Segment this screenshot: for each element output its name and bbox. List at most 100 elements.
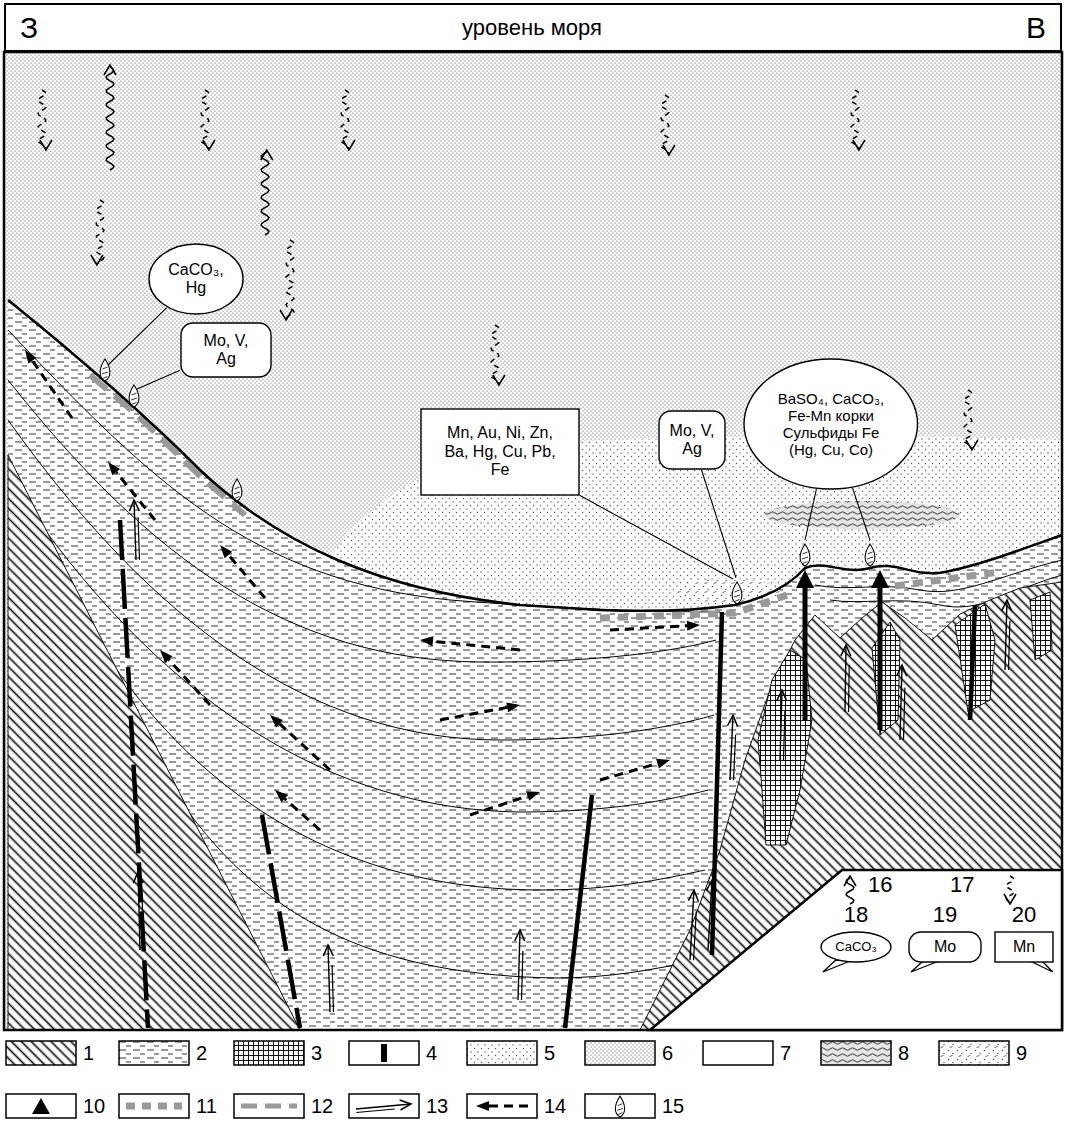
callout-box-outline bbox=[909, 932, 981, 962]
vent-sample bbox=[32, 1098, 50, 1114]
legend-number: 11 bbox=[196, 1093, 217, 1119]
legend-swatch bbox=[938, 1040, 1010, 1066]
legend-callout: 20Mn bbox=[994, 904, 1054, 963]
arrow-head bbox=[493, 375, 505, 385]
callout-ellipse-outline bbox=[821, 932, 891, 962]
fault-sample bbox=[381, 1044, 387, 1062]
sinking-wavy-arrow bbox=[341, 90, 349, 148]
callout-outline bbox=[908, 931, 982, 963]
seep-outline bbox=[732, 582, 742, 604]
flow-arrow bbox=[610, 626, 687, 630]
arrow-head bbox=[91, 255, 103, 265]
sinking-wavy-arrow bbox=[661, 95, 669, 153]
flow-arrow bbox=[470, 796, 528, 815]
legend-number: 5 bbox=[544, 1040, 555, 1066]
arrow-head bbox=[400, 1100, 411, 1110]
fault-line bbox=[120, 520, 148, 1028]
legend-item: 15 bbox=[584, 1093, 684, 1119]
vent-arrows bbox=[796, 570, 889, 730]
callout-outline bbox=[994, 931, 1054, 963]
element-list: Mn, Au, Ni, Zn, Ba, Hg, Cu, Pb, Fe bbox=[444, 424, 556, 479]
ascent-arrow-line bbox=[903, 688, 904, 741]
swatch-box bbox=[585, 1094, 655, 1118]
ascent-arrow bbox=[690, 890, 694, 960]
flow-arrow bbox=[489, 1105, 528, 1108]
seep-hatch bbox=[617, 1104, 623, 1115]
vent-arrow-shaft bbox=[878, 586, 883, 730]
legend-swatch bbox=[348, 1093, 420, 1119]
legend-number: 6 bbox=[662, 1040, 673, 1066]
legend-number: 10 bbox=[83, 1093, 105, 1119]
stockwork-zone bbox=[872, 622, 900, 735]
ascent-arrow bbox=[328, 945, 330, 1012]
callout-outline bbox=[743, 358, 919, 490]
callout-outline bbox=[180, 322, 272, 378]
legend-swatch bbox=[233, 1093, 305, 1119]
seep-outline bbox=[800, 544, 810, 566]
ascent-arrow-line bbox=[783, 711, 784, 760]
callout-ellipse-outline bbox=[149, 244, 243, 314]
callout-ellipse-outline bbox=[744, 359, 918, 489]
element-list: CaCO₃, Hg bbox=[165, 261, 227, 298]
flow-arrow-head bbox=[25, 350, 37, 364]
element-list: Mo, V, Ag bbox=[665, 422, 719, 459]
ascent-arrow bbox=[708, 880, 712, 950]
callout-outline bbox=[420, 408, 580, 496]
legend-swatch bbox=[584, 1040, 656, 1066]
sinking-wavy-arrow bbox=[1006, 876, 1014, 902]
seep-hatch bbox=[102, 367, 108, 379]
seep-symbols bbox=[100, 359, 875, 604]
legend-item: 11 bbox=[118, 1093, 217, 1119]
arrow-head bbox=[1002, 600, 1012, 611]
flow-arrow bbox=[32, 361, 72, 418]
arrow-head bbox=[706, 880, 716, 891]
seep-outline bbox=[100, 359, 110, 381]
seep-symbol bbox=[732, 582, 742, 604]
swatch-box bbox=[119, 1041, 189, 1065]
arrow-head bbox=[323, 945, 333, 956]
legend-swatch bbox=[118, 1093, 190, 1119]
header-band: Зуровень моряВ bbox=[4, 3, 1062, 52]
floor-zone-line bbox=[895, 572, 1000, 586]
legend-swatch bbox=[466, 1093, 538, 1119]
legend-number: 20 bbox=[1012, 904, 1036, 926]
legend-number: 3 bbox=[311, 1040, 322, 1066]
element-list: BaSO₄, CaCO₃, Fe-Mn корки Сульфиды Fe (H… bbox=[772, 390, 890, 459]
ascent-arrow bbox=[845, 645, 846, 712]
legend-swatch bbox=[233, 1040, 305, 1066]
callout-box-outline bbox=[421, 409, 579, 495]
legend-number: 15 bbox=[662, 1093, 684, 1119]
arrow-head bbox=[663, 145, 675, 155]
arrow-head bbox=[280, 310, 292, 320]
arrow-head bbox=[515, 930, 525, 941]
element-list: Mo, V, Ag bbox=[196, 332, 256, 369]
arrow-head bbox=[40, 140, 52, 150]
sinking-wavy-arrow bbox=[96, 200, 104, 263]
ascent-arrow bbox=[780, 690, 782, 760]
flow-arrow-head bbox=[220, 545, 232, 558]
legend-number: 9 bbox=[1016, 1040, 1027, 1066]
seep-hatch bbox=[802, 552, 808, 564]
slope-zone-line bbox=[90, 375, 245, 515]
stockwork-zone bbox=[1030, 592, 1052, 660]
fault-line bbox=[262, 815, 300, 1028]
legend-swatch bbox=[348, 1040, 420, 1066]
legend-swatch bbox=[702, 1040, 774, 1066]
header-text: В bbox=[1026, 13, 1046, 43]
callout-outline bbox=[148, 243, 244, 315]
flow-arrow-head bbox=[420, 636, 433, 646]
seep-symbol bbox=[232, 479, 242, 501]
legend-number: 2 bbox=[196, 1040, 207, 1066]
flow-arrow bbox=[169, 660, 210, 705]
legend-number: 7 bbox=[780, 1040, 791, 1066]
legend-number: 17 bbox=[950, 874, 974, 896]
arrow-head bbox=[203, 140, 215, 150]
seep-symbol bbox=[865, 544, 875, 566]
flow-arrows bbox=[25, 350, 700, 830]
ascent-arrow bbox=[518, 930, 520, 1000]
flow-arrow bbox=[116, 472, 155, 520]
flow-arrow bbox=[433, 641, 520, 650]
